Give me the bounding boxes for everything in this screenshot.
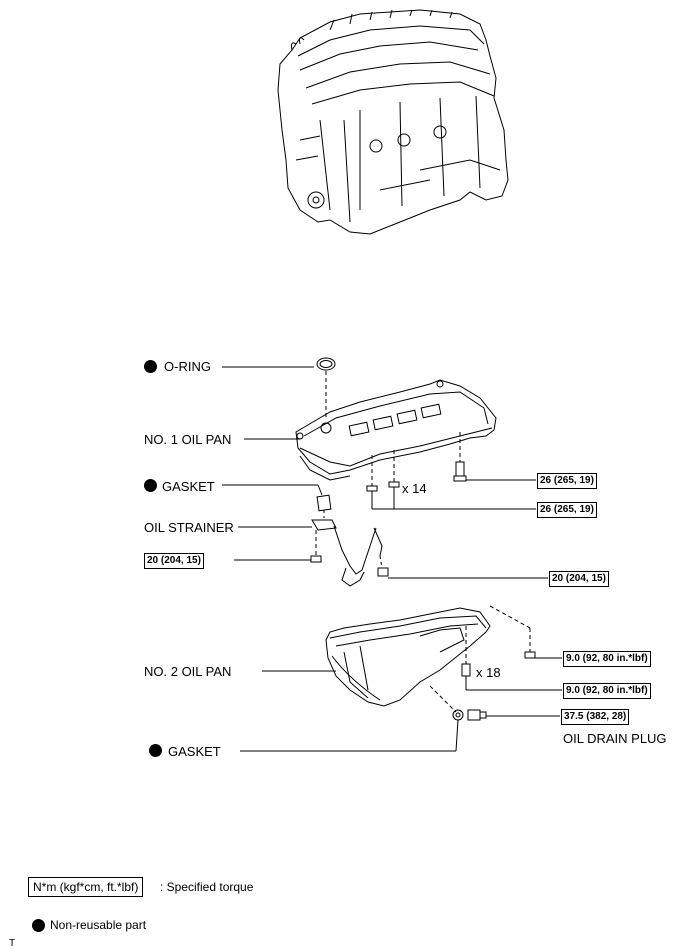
torque-no2-pan-nut: 9.0 (92, 80 in.*lbf) bbox=[563, 651, 651, 667]
label-gasket-top: GASKET bbox=[162, 479, 215, 494]
torque-no2-pan-bolt: 9.0 (92, 80 in.*lbf) bbox=[563, 683, 651, 699]
engine-block-illustration bbox=[277, 9, 509, 235]
label-no2-oil-pan: NO. 2 OIL PAN bbox=[144, 664, 232, 679]
label-oring: O-RING bbox=[164, 359, 211, 374]
legend-nonreusable-dot bbox=[32, 919, 45, 932]
nonreusable-mark-oring bbox=[144, 360, 157, 373]
label-no1-oil-pan: NO. 1 OIL PAN bbox=[144, 432, 232, 447]
label-gasket-bottom: GASKET bbox=[168, 744, 221, 759]
label-oil-drain-plug: OIL DRAIN PLUG bbox=[563, 731, 667, 746]
torque-no1-pan-bolt: 26 (265, 19) bbox=[537, 473, 597, 489]
label-oil-strainer: OIL STRAINER bbox=[144, 520, 234, 535]
footer-mark: T bbox=[9, 938, 16, 949]
no2-oil-pan-drawing bbox=[325, 607, 491, 707]
nonreusable-mark-gasket-bottom bbox=[149, 744, 162, 757]
legend-nonreusable-text: Non-reusable part bbox=[50, 918, 147, 932]
quantity-x18: x 18 bbox=[476, 665, 501, 680]
torque-strainer-bolt: 20 (204, 15) bbox=[549, 571, 609, 587]
quantity-x14: x 14 bbox=[402, 481, 427, 496]
torque-no1-pan-nut: 26 (265, 19) bbox=[537, 502, 597, 518]
torque-strainer-nut: 20 (204, 15) bbox=[144, 553, 204, 569]
legend-torque-box: N*m (kgf*cm, ft.*lbf) bbox=[28, 877, 144, 897]
nonreusable-mark-gasket-top bbox=[144, 479, 157, 492]
torque-drain-plug: 37.5 (382, 28) bbox=[561, 709, 630, 725]
legend-torque-text: : Specified torque bbox=[160, 880, 254, 894]
